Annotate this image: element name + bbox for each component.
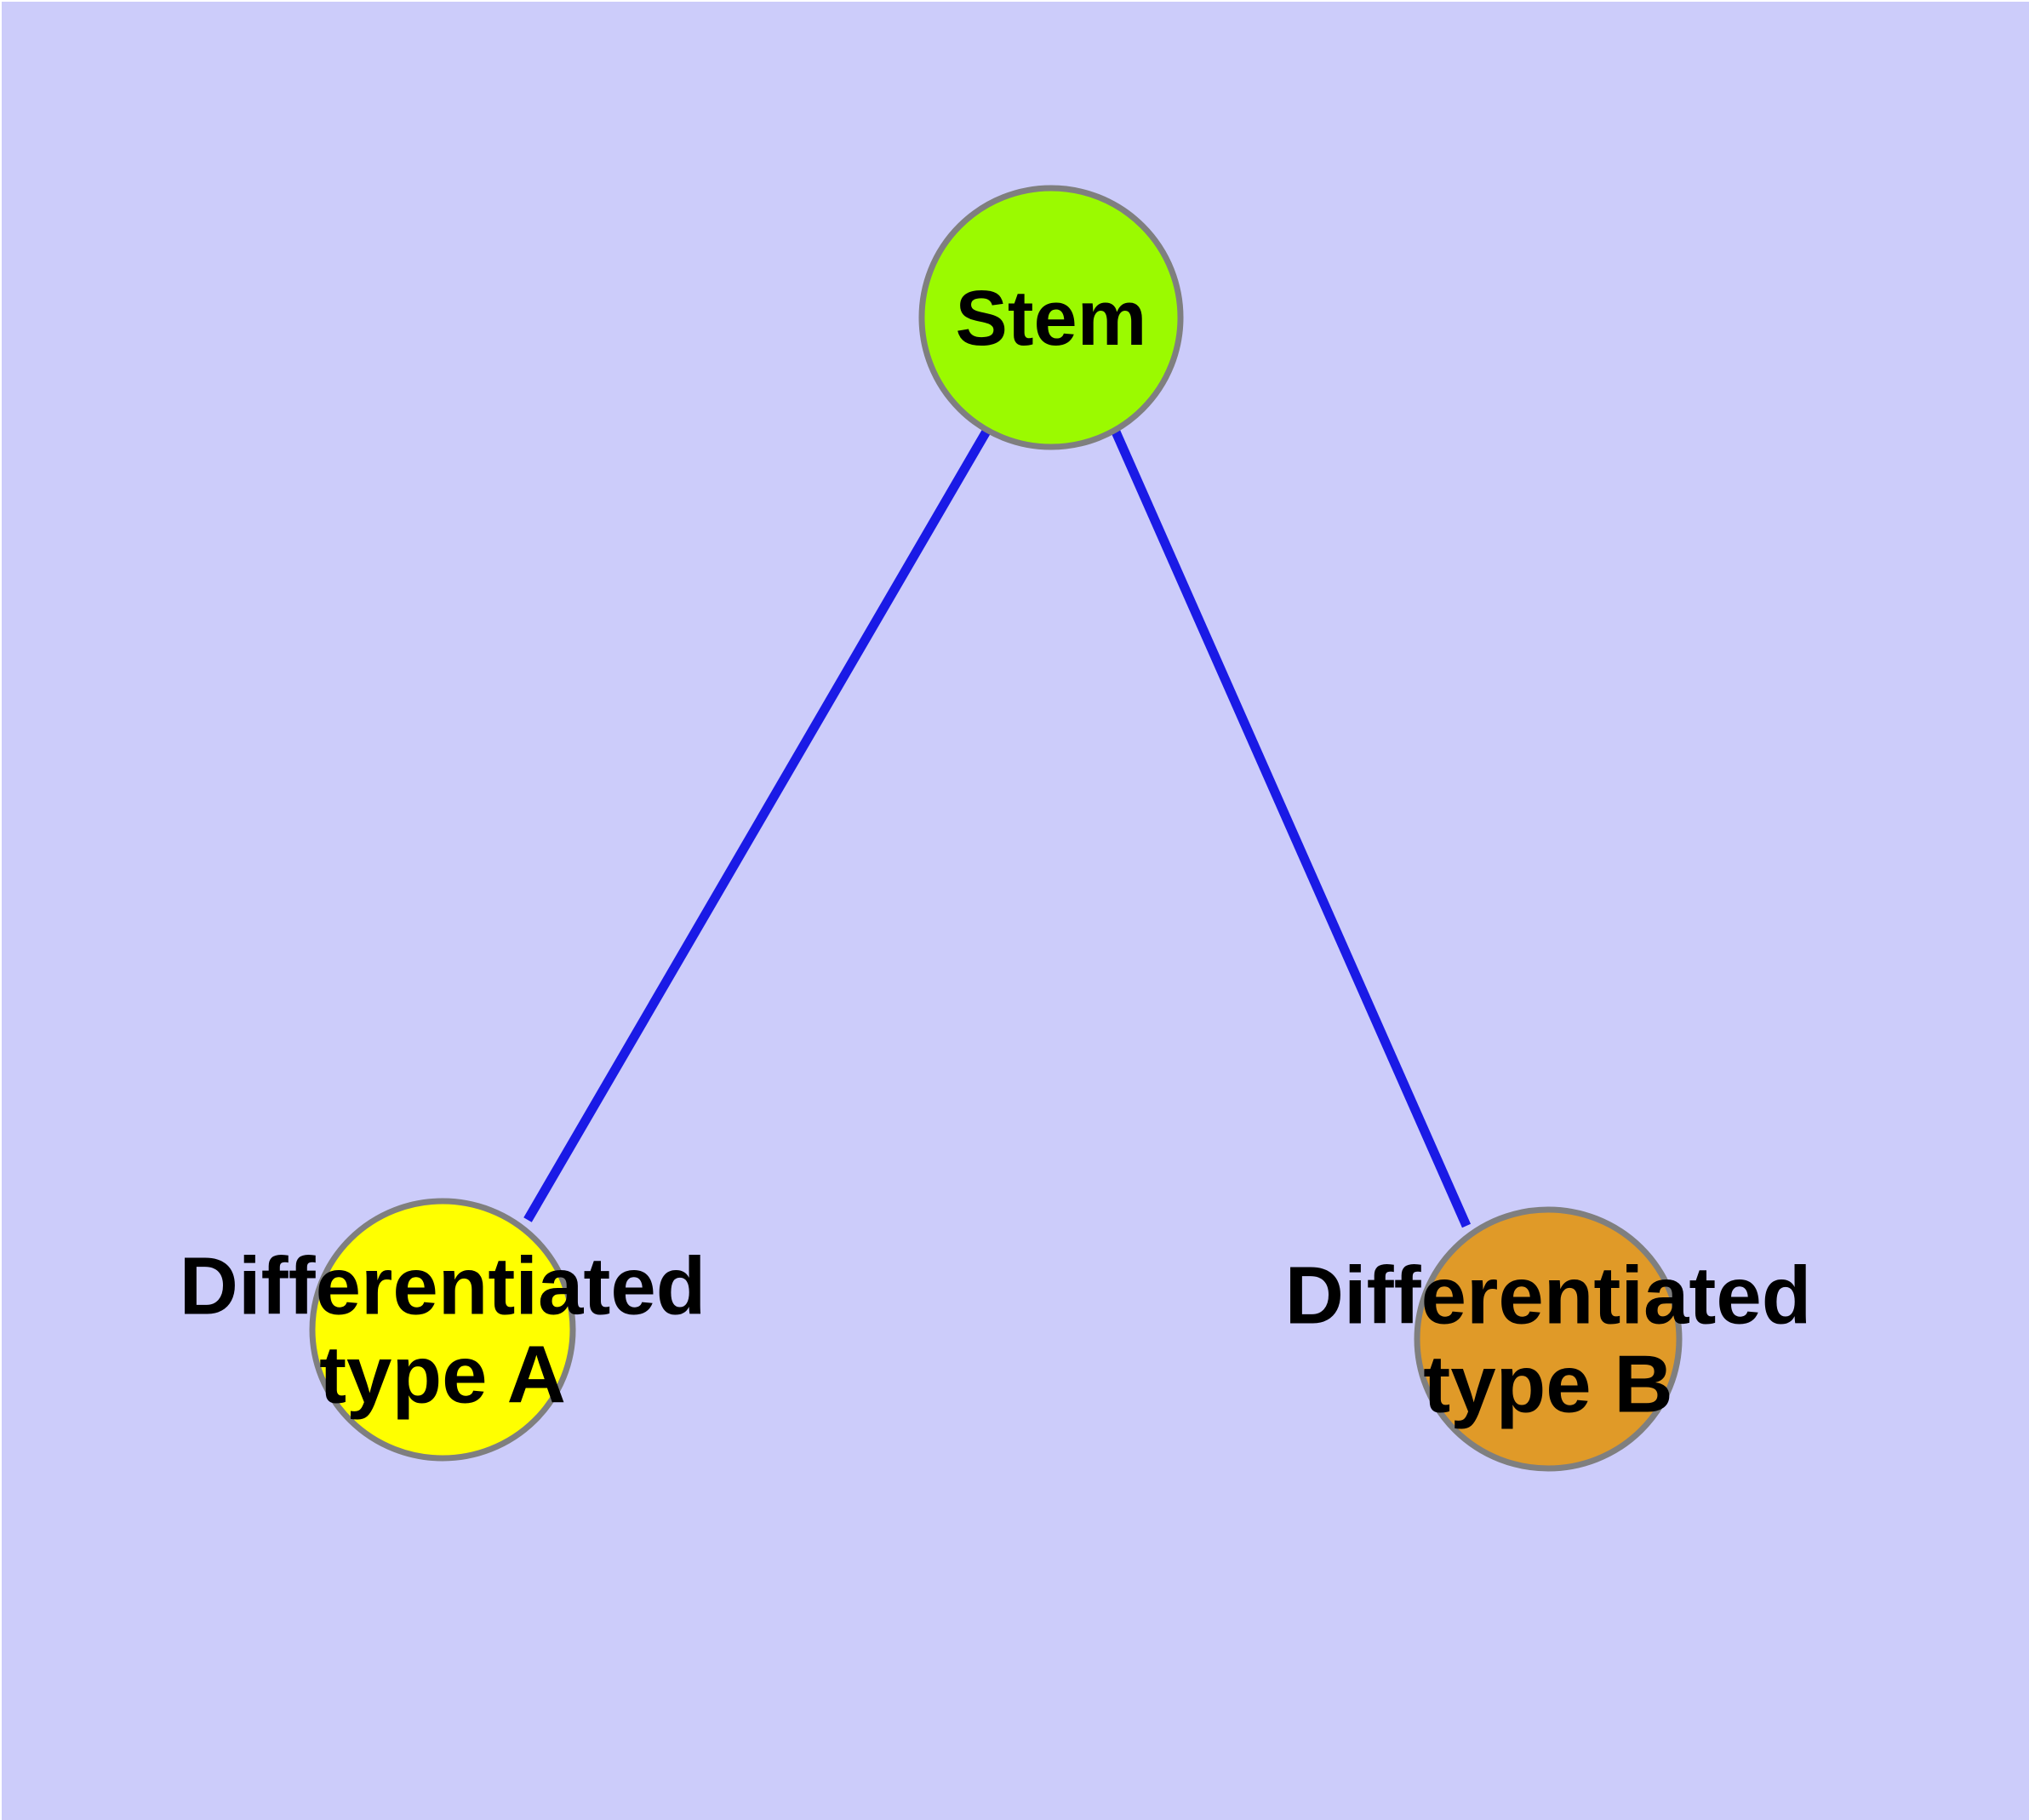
edges-group [523,427,1472,1228]
node-label-diff-a-line-1: Differentiated [180,1241,706,1332]
node-label-diff-b-line-1: Differentiated [1285,1251,1812,1342]
node-label-diff-a-line-2: type A [319,1330,566,1421]
edge-stem-to-b[interactable] [1110,427,1472,1228]
node-label-diff-b-line-2: type B [1423,1339,1672,1430]
edge-stem-to-a[interactable] [523,427,992,1222]
node-label-stem-line-1: Stem [956,275,1147,362]
node-shape-stem[interactable] [918,185,1184,450]
node-shape-diff-b[interactable] [1414,1206,1683,1472]
node-stem[interactable]: Stem [918,185,1184,450]
node-shape-diff-a[interactable] [309,1198,576,1462]
